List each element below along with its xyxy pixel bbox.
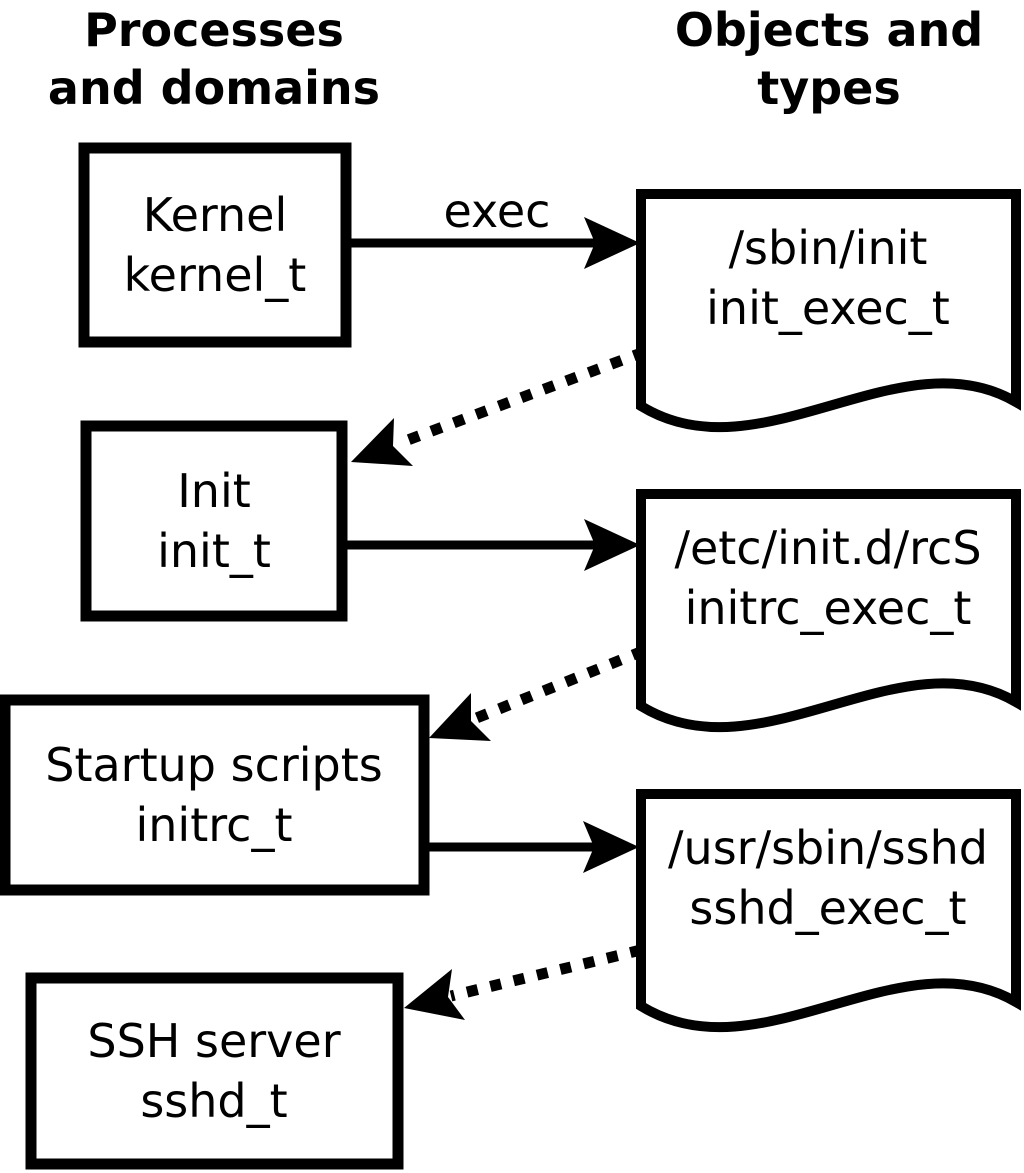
transition-arrow-sshd-exec-to-sshd-head bbox=[404, 969, 465, 1020]
process-node-kernel-label: Kernel kernel_t bbox=[124, 185, 307, 305]
exec-edge-label: exec bbox=[443, 184, 551, 238]
left-column-header: Processes and domains bbox=[48, 1, 380, 117]
process-node-startup-scripts-type: initrc_t bbox=[135, 798, 293, 852]
process-node-ssh-server-type: sshd_t bbox=[140, 1074, 288, 1128]
left-column-header-line2: and domains bbox=[47, 61, 381, 115]
process-box-ssh-server bbox=[25, 972, 404, 1170]
process-box-startup-scripts bbox=[0, 694, 430, 896]
transition-arrow-init-exec-to-init-head bbox=[351, 418, 413, 466]
object-node-etc-initd-rcs-label: /etc/init.d/rcS initrc_exec_t bbox=[674, 518, 981, 638]
document-shape-etc-initd-rcs bbox=[636, 489, 1021, 733]
transition-arrow-init-exec-to-init-line bbox=[395, 346, 646, 450]
exec-arrow-kernel-to-sbin-init-head bbox=[584, 217, 640, 269]
process-node-init-type: init_t bbox=[157, 524, 271, 578]
object-node-etc-initd-rcs-path: /etc/init.d/rcS bbox=[674, 521, 982, 575]
left-column-header-line1: Processes bbox=[84, 3, 344, 57]
process-node-startup-scripts-name: Startup scripts bbox=[45, 738, 383, 792]
transition-arrow-sshd-exec-to-sshd-line bbox=[449, 944, 643, 1002]
transition-arrow-initrc-exec-to-initrc-head bbox=[429, 693, 491, 741]
process-node-init-label: Init init_t bbox=[157, 461, 271, 581]
exec-arrow-initrc-to-sshd-head bbox=[583, 821, 639, 873]
process-box-init bbox=[80, 420, 348, 622]
object-node-usr-sbin-sshd-path: /usr/sbin/sshd bbox=[668, 821, 988, 875]
object-node-usr-sbin-sshd-label: /usr/sbin/sshd sshd_exec_t bbox=[668, 818, 988, 938]
document-shape-usr-sbin-sshd bbox=[636, 789, 1021, 1033]
right-column-header-line2: types bbox=[757, 61, 901, 115]
document-shape-sbin-init bbox=[636, 189, 1021, 433]
object-node-sbin-init-type: init_exec_t bbox=[706, 281, 950, 335]
right-column-header: Objects and types bbox=[675, 1, 983, 117]
object-node-sbin-init-path: /sbin/init bbox=[728, 221, 928, 275]
process-node-kernel-type: kernel_t bbox=[123, 248, 307, 302]
object-node-etc-initd-rcs-type: initrc_exec_t bbox=[684, 581, 972, 635]
process-node-startup-scripts-label: Startup scripts initrc_t bbox=[45, 735, 383, 855]
object-node-sbin-init-label: /sbin/init init_exec_t bbox=[706, 218, 950, 338]
object-node-usr-sbin-sshd-type: sshd_exec_t bbox=[689, 881, 967, 935]
process-node-init-name: Init bbox=[177, 464, 251, 518]
process-node-ssh-server-label: SSH server sshd_t bbox=[87, 1011, 340, 1131]
transition-arrow-initrc-exec-to-initrc-line bbox=[471, 645, 646, 725]
process-node-ssh-server-name: SSH server bbox=[87, 1014, 341, 1068]
right-column-header-line1: Objects and bbox=[674, 3, 984, 57]
process-node-kernel-name: Kernel bbox=[142, 188, 288, 242]
exec-arrow-init-to-rcs-head bbox=[584, 519, 640, 571]
